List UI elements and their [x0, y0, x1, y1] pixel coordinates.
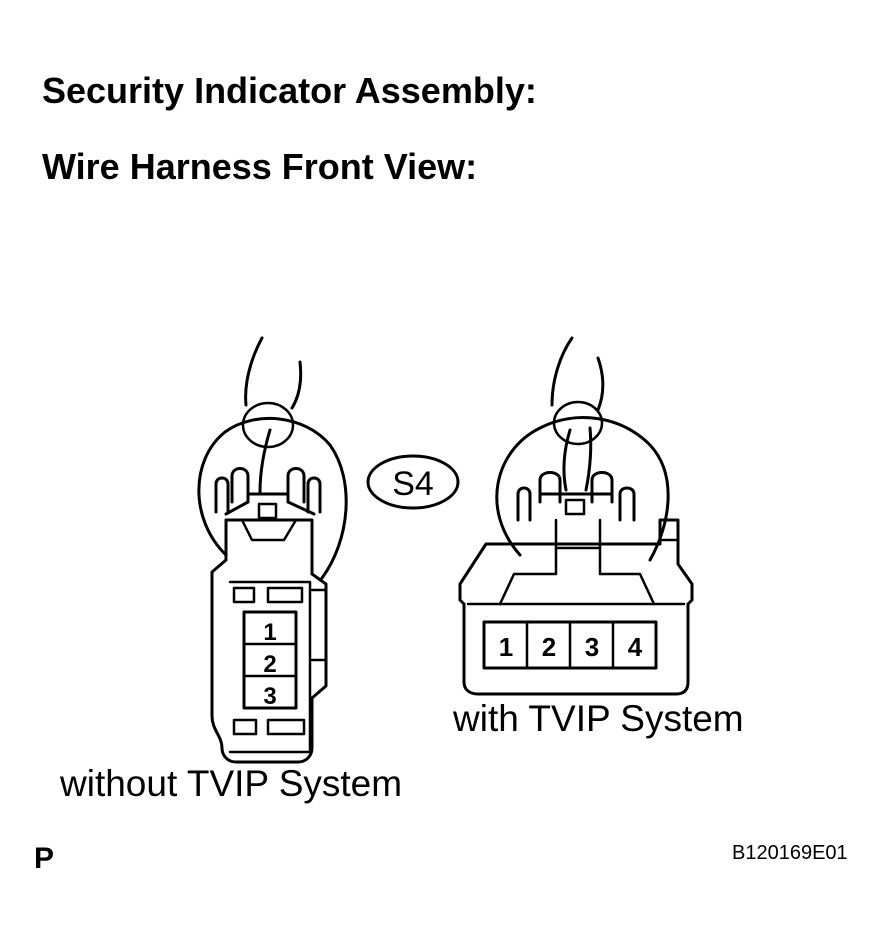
- caption-with-tvip: with TVIP System: [453, 698, 744, 739]
- connector-code-callout: S4: [366, 454, 460, 510]
- pin-2-label: 2: [263, 651, 276, 678]
- lock-loop: [495, 416, 670, 562]
- wire: [550, 336, 574, 407]
- wire-clamp: [552, 400, 604, 446]
- connector-body: [210, 518, 328, 764]
- page-letter: P: [34, 842, 55, 875]
- view-title: Wire Harness Front View:: [42, 146, 478, 187]
- connector-code: S4: [392, 465, 434, 503]
- pin-4-label: 4: [628, 632, 643, 662]
- connector-with-tvip: 1 2 3 4: [458, 336, 694, 696]
- pin-3-label: 3: [263, 683, 276, 710]
- figure-code: B120169E01: [732, 842, 848, 864]
- pin-1-label: 1: [499, 632, 513, 662]
- wire: [258, 428, 272, 494]
- wire: [562, 428, 572, 492]
- assembly-title: Security Indicator Assembly:: [42, 70, 537, 111]
- lock-loop: [197, 416, 348, 580]
- pin-1-label: 1: [263, 619, 276, 646]
- callout-ellipse: [366, 454, 460, 510]
- wire: [596, 356, 605, 412]
- wire-clamp: [241, 401, 295, 449]
- wire: [584, 426, 593, 492]
- pin-2-label: 2: [542, 632, 556, 662]
- connector-body: [458, 518, 694, 696]
- caption-without-tvip: without TVIP System: [60, 763, 403, 804]
- wire: [244, 336, 264, 407]
- pin-3-label: 3: [585, 632, 599, 662]
- connector-without-tvip: 1 2 3: [197, 336, 348, 764]
- wire: [290, 360, 303, 410]
